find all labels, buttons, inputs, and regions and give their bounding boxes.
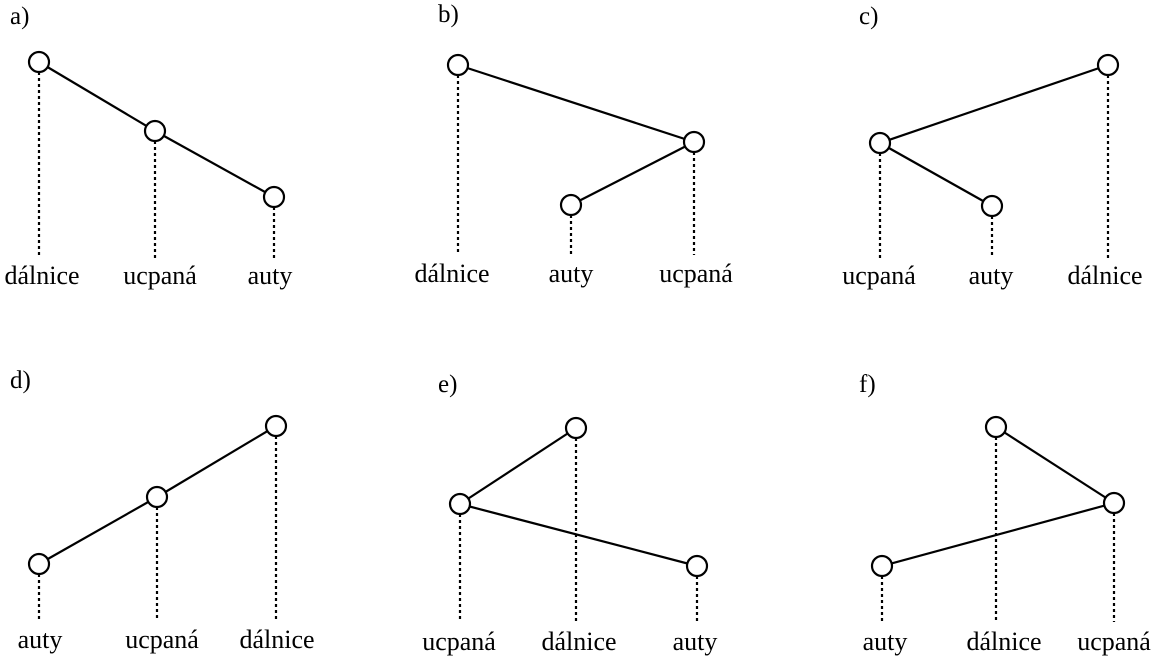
panel-f: f) auty dálnice ucpaná bbox=[859, 371, 1151, 656]
panel-label-b: b) bbox=[438, 1, 459, 28]
word-label: auty bbox=[18, 625, 63, 654]
tree-node bbox=[1096, 53, 1120, 77]
dependency-edge bbox=[570, 141, 695, 206]
dependency-edge bbox=[38, 61, 156, 132]
tree-node bbox=[870, 554, 894, 578]
panel-c: c) ucpaná auty dálnice bbox=[842, 3, 1142, 290]
tree-node bbox=[559, 193, 583, 217]
word-label: dálnice bbox=[966, 627, 1041, 656]
dependency-edge bbox=[38, 496, 158, 565]
word-label: dálnice bbox=[4, 261, 79, 290]
panel-d: d) auty ucpaná dálnice bbox=[10, 367, 315, 654]
word-label: dálnice bbox=[541, 627, 616, 656]
tree-node bbox=[1102, 491, 1126, 515]
tree-node bbox=[868, 131, 892, 155]
tree-node bbox=[682, 130, 706, 154]
tree-node bbox=[264, 414, 288, 438]
word-label: auty bbox=[969, 261, 1014, 290]
word-label: dálnice bbox=[414, 259, 489, 288]
word-label: ucpaná bbox=[422, 627, 496, 656]
word-label: auty bbox=[248, 261, 293, 290]
panel-a: a) dálnice ucpaná auty bbox=[4, 3, 292, 290]
tree-node bbox=[27, 50, 51, 74]
dependency-edge bbox=[881, 501, 1115, 568]
word-label: ucpaná bbox=[123, 261, 197, 290]
word-label: ucpaná bbox=[842, 261, 916, 290]
tree-node bbox=[984, 415, 1008, 439]
word-label: ucpaná bbox=[659, 259, 733, 288]
word-label: ucpaná bbox=[1077, 627, 1151, 656]
panel-b: b) dálnice auty ucpaná bbox=[414, 1, 733, 288]
dependency-edge bbox=[457, 63, 695, 144]
tree-node bbox=[145, 485, 169, 509]
panel-label-a: a) bbox=[10, 3, 29, 30]
panel-label-d: d) bbox=[10, 367, 31, 394]
tree-node bbox=[564, 416, 588, 440]
dependency-edge bbox=[154, 130, 275, 198]
word-label: auty bbox=[673, 627, 718, 656]
word-label: dálnice bbox=[1067, 261, 1142, 290]
dependency-edge bbox=[995, 426, 1115, 504]
tree-node bbox=[980, 194, 1004, 218]
panel-e: e) ucpaná dálnice auty bbox=[422, 371, 717, 656]
word-label: auty bbox=[549, 259, 594, 288]
panel-label-f: f) bbox=[859, 371, 876, 398]
tree-node bbox=[446, 53, 470, 77]
tree-node bbox=[27, 552, 51, 576]
tree-node bbox=[262, 185, 286, 209]
word-label: dálnice bbox=[239, 625, 314, 654]
dependency-edge bbox=[459, 502, 698, 568]
panel-label-e: e) bbox=[438, 371, 457, 398]
tree-node bbox=[685, 554, 709, 578]
tree-node bbox=[143, 119, 167, 143]
dependency-edge bbox=[459, 427, 577, 505]
word-label: ucpaná bbox=[125, 625, 199, 654]
tree-node bbox=[448, 492, 472, 516]
word-label: auty bbox=[863, 627, 908, 656]
dependency-edge bbox=[879, 63, 1109, 145]
dependency-edge bbox=[156, 425, 277, 498]
panel-label-c: c) bbox=[859, 3, 878, 30]
dependency-edge bbox=[879, 142, 993, 207]
